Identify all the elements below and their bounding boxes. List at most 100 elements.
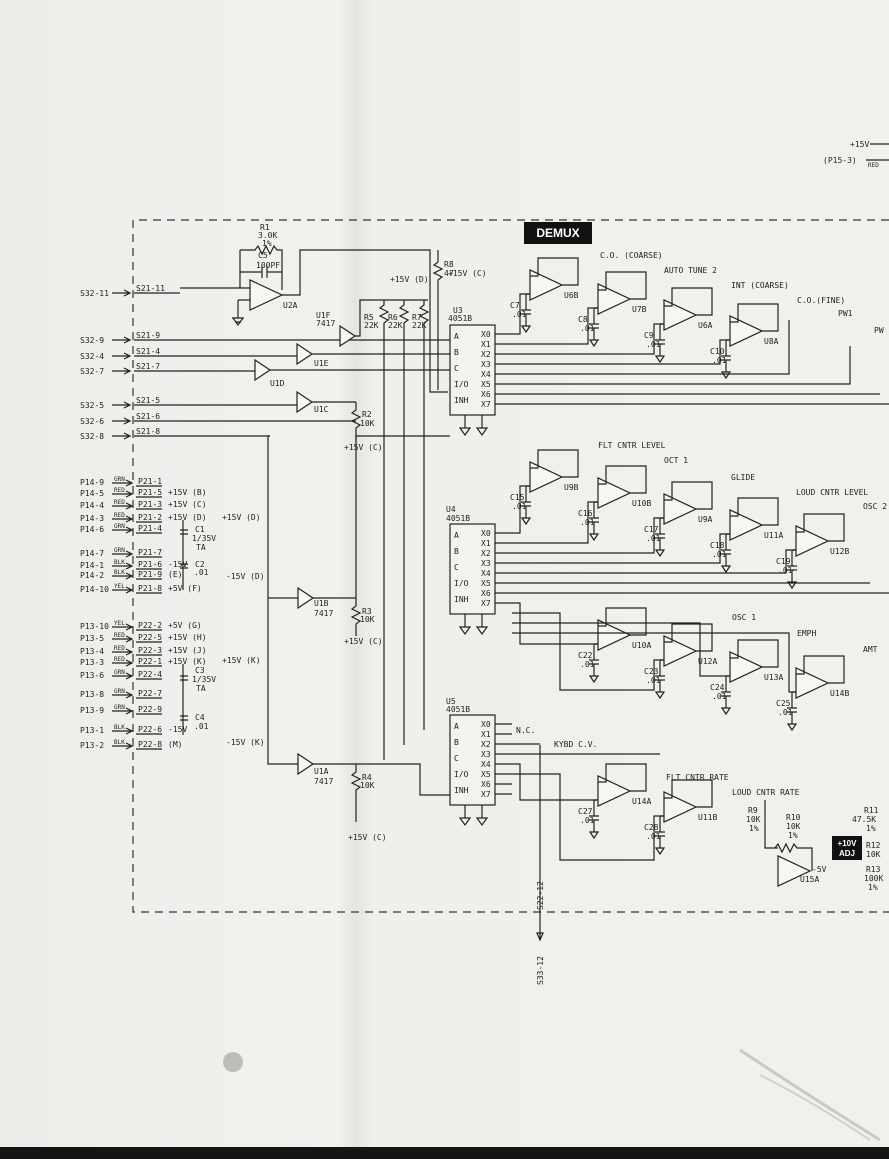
u2a-opamp: [249, 279, 284, 311]
sig-int-coarse: INT (COARSE): [731, 281, 789, 290]
p13-pin-0: P13-10: [80, 622, 109, 631]
s32-pin-3: S32-7: [80, 367, 104, 376]
r1-tol: 1%: [262, 239, 272, 248]
p14-pin-8: P14-10: [80, 585, 109, 594]
sig-osc2: OSC 2: [863, 502, 887, 511]
board-outline: [132, 219, 889, 913]
r9-value: 10K: [746, 815, 761, 824]
c25-label: C25: [776, 699, 791, 708]
p13-to-6: P22-9: [138, 705, 162, 714]
c16-label: C16: [578, 509, 593, 518]
c23-label: C23: [644, 667, 659, 676]
p14-wire-3: RED: [114, 512, 125, 519]
u4-pin-x5: X5: [481, 579, 491, 588]
u10a-label: U10A: [632, 641, 651, 650]
p14-net-7: (E): [168, 570, 182, 579]
c28-value: .01: [646, 832, 661, 841]
u7b-label: U7B: [632, 305, 647, 314]
u9a-opamp: [663, 493, 698, 525]
c4-value: .01: [194, 722, 209, 731]
u11b-label: U11B: [698, 813, 717, 822]
u3-pin-x7: X7: [481, 400, 491, 409]
r10-value: 10K: [786, 822, 801, 831]
u3-pin-inh: INH: [454, 396, 469, 405]
c24-label: C24: [710, 683, 725, 692]
u5-pin-inh: INH: [454, 786, 469, 795]
u5-pin-x6: X6: [481, 780, 491, 789]
p13-pin-1: P13-5: [80, 634, 104, 643]
u3-supply: +15V (C): [448, 269, 487, 278]
c9-label: C9: [644, 331, 654, 340]
c5-label: C5: [258, 251, 268, 260]
u14b-label: U14B: [830, 689, 849, 698]
u12a-opamp: [663, 635, 698, 667]
u4-pin-x6: X6: [481, 589, 491, 598]
s32-pin-2: S32-4: [80, 352, 104, 361]
s22-label: S22-12: [536, 881, 545, 910]
u1a-label: U1A: [314, 767, 329, 776]
p14-to-4: P21-4: [138, 524, 162, 533]
u4-label: U4: [446, 505, 456, 514]
u10b-label: U10B: [632, 499, 651, 508]
u4-pin-x2: X2: [481, 549, 491, 558]
p13-to-5: P22-7: [138, 689, 162, 698]
u5-pin-x4: X4: [481, 760, 491, 769]
u4-pin-x4: X4: [481, 569, 491, 578]
c2-value: .01: [194, 568, 209, 577]
u13a-opamp: [729, 651, 764, 683]
c3-label: C3: [195, 666, 205, 675]
u1f-buffer: [339, 324, 357, 348]
sig-loud-rate: LOUD CNTR RATE: [732, 788, 800, 797]
u4-pin-x1: X1: [481, 539, 491, 548]
s32-pin-5: S32-6: [80, 417, 104, 426]
c2-label: C2: [195, 560, 205, 569]
r13-tol: 1%: [868, 883, 878, 892]
u4-pin-a: A: [454, 531, 459, 540]
u5-part: 4051B: [446, 705, 470, 714]
s32-pin-0: S32-11: [80, 289, 109, 298]
p14-wire-2: RED: [114, 499, 125, 506]
p13-wire-3: RED: [114, 656, 125, 663]
c8-value: .01: [580, 324, 595, 333]
p14-pin-1: P14-5: [80, 489, 104, 498]
u4-part: 4051B: [446, 514, 470, 523]
c7-label: C7: [510, 301, 520, 310]
top-supply-label: +15V: [850, 140, 869, 149]
p14-to-7: P21-9: [138, 570, 162, 579]
p13-net-1: +15V (H): [168, 633, 207, 642]
p14-to-0: P21-1: [138, 477, 162, 486]
adj-badge-line2: ADJ: [839, 849, 855, 858]
c22-label: C22: [578, 651, 593, 660]
r8-label: R8: [444, 260, 454, 269]
c10-value: .01: [712, 356, 727, 365]
r1-label: R1: [260, 223, 270, 232]
p13-wire-4: GRN: [114, 669, 125, 676]
u5-pin-x0: X0: [481, 720, 491, 729]
u11a-label: U11A: [764, 531, 783, 540]
r9-tol: 1%: [749, 824, 759, 833]
p13-wire-2: RED: [114, 645, 125, 652]
u9a-label: U9A: [698, 515, 713, 524]
s32-pin-4: S32-5: [80, 401, 104, 410]
p14-pin-3: P14-3: [80, 514, 104, 523]
s21-pin-2: S21-4: [136, 347, 160, 356]
p14-to-3: P21-2: [138, 513, 162, 522]
s32-pin-6: S32-8: [80, 432, 104, 441]
p14-wire-1: RED: [114, 487, 125, 494]
s21-pin-4: S21-5: [136, 396, 160, 405]
r12-value: 10K: [866, 850, 881, 859]
p13-to-8: P22-8: [138, 740, 162, 749]
scan-streak: [739, 1048, 881, 1142]
p13-pin-8: P13-2: [80, 741, 104, 750]
u5-pin-b: B: [454, 738, 459, 747]
c1-type: TA: [196, 543, 206, 552]
u3-part: 4051B: [448, 314, 472, 323]
title-banner: [524, 222, 592, 244]
r10-label: R10: [786, 813, 801, 822]
u3-pin-b: B: [454, 348, 459, 357]
sig-emph: EMPH: [797, 629, 816, 638]
sig-nc: N.C.: [516, 726, 535, 735]
